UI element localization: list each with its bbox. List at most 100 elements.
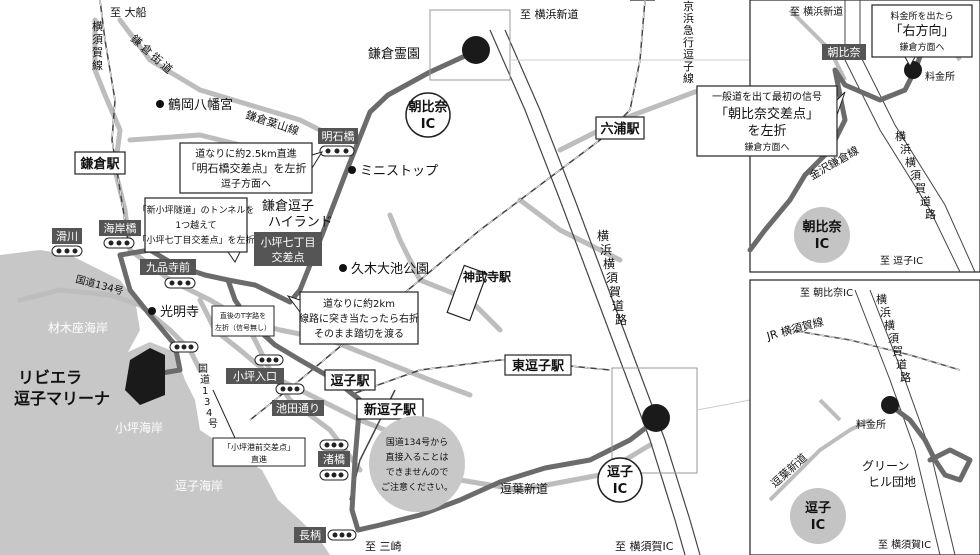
svg-text:3: 3 <box>204 397 210 408</box>
svg-text:須: 須 <box>606 271 618 285</box>
highland-2: ハイランド <box>268 215 333 230</box>
yokohama-yokosuka-road-label: 横 浜 横 須 賀 道 路 <box>597 229 627 327</box>
inset1-to-zushi: 至 逗子IC <box>880 255 923 267</box>
svg-text:直進: 直進 <box>251 454 267 464</box>
inset2-to-yokosuka: 至 横須賀IC <box>878 538 931 551</box>
svg-text:路: 路 <box>615 312 627 327</box>
signal-kotsubo-iriguchi: 小坪入口 <box>233 370 277 383</box>
komyoji: 光明寺 <box>160 305 199 320</box>
svg-text:「新小坪隧道」のトンネルを: 「新小坪隧道」のトンネルを <box>138 204 255 216</box>
ministop: ミニストップ <box>360 164 438 179</box>
svg-text:賀: 賀 <box>92 46 103 59</box>
kugi-oike: 久木大池公園 <box>351 262 429 277</box>
svg-text:鎌倉方面へ: 鎌倉方面へ <box>744 141 789 153</box>
svg-text:横: 横 <box>92 19 103 33</box>
rokuura-station: 六浦駅 <box>600 121 640 137</box>
svg-text:左折（信号無し）: 左折（信号無し） <box>215 323 271 332</box>
svg-text:横: 横 <box>895 129 906 143</box>
to-yokohama-shindo: 至 横浜新道 <box>520 7 579 21</box>
svg-text:国: 国 <box>198 363 208 375</box>
svg-text:賀: 賀 <box>609 285 621 299</box>
svg-text:1: 1 <box>202 386 208 397</box>
zushi-station: 逗子駅 <box>330 374 370 389</box>
svg-text:須: 須 <box>92 33 103 46</box>
inset-zushi: 料金所 至 朝比奈IC 至 横須賀IC JR 横須賀線 逗葉新道 横 浜 横 須… <box>749 279 980 555</box>
svg-text:須: 須 <box>888 332 899 345</box>
signal-ikeda: 池田通り <box>276 402 320 415</box>
svg-text:賀: 賀 <box>915 182 926 195</box>
svg-text:須: 須 <box>910 169 921 182</box>
to-misaki: 至 三崎 <box>365 539 402 553</box>
svg-text:道なりに約2.5km直進: 道なりに約2.5km直進 <box>195 147 296 160</box>
tsurugaoka: 鶴岡八幡宮 <box>168 97 233 113</box>
inset2-ic-1: 逗子 <box>805 501 831 516</box>
svg-text:路: 路 <box>900 371 911 384</box>
svg-text:横: 横 <box>603 257 615 271</box>
svg-text:京: 京 <box>683 0 694 13</box>
svg-text:逗: 逗 <box>683 48 694 61</box>
koajiro: 小坪海岸 <box>115 420 163 435</box>
svg-text:を左折: を左折 <box>747 124 786 139</box>
riviera-2: 逗子マリーナ <box>14 389 110 408</box>
higashi-zushi-station: 東逗子駅 <box>512 358 565 374</box>
svg-text:浜: 浜 <box>600 243 612 257</box>
inset1-tollgate: 料金所 <box>925 70 955 83</box>
riviera-1: リビエラ <box>18 368 82 387</box>
callout-first-signal: 一般道を出て最初の信号 「朝比奈交差点」 を左折 鎌倉方面へ <box>696 85 846 157</box>
keikyu-line-label: 京 浜 急 行 逗 子 線 <box>683 0 694 85</box>
inset2-tollgate: 料金所 <box>856 418 886 431</box>
svg-text:横: 横 <box>876 292 887 306</box>
svg-text:直接入ることは: 直接入ることは <box>385 451 448 463</box>
kamakura-reien: 鎌倉霊園 <box>368 47 420 62</box>
asahina-ic-label-2: IC <box>421 117 435 132</box>
zushi-beach: 逗子海岸 <box>175 478 223 493</box>
svg-text:「小坪港前交差点」: 「小坪港前交差点」 <box>223 442 295 452</box>
signal-akeishibashi: 明石橋 <box>322 129 355 143</box>
svg-text:道: 道 <box>200 373 210 386</box>
callout-kotsubo-minato: 「小坪港前交差点」 直進 <box>212 389 306 467</box>
svg-text:道なりに約2km: 道なりに約2km <box>323 297 395 310</box>
inset1-expressway-label: 横 浜 横 須 賀 道 路 <box>895 129 936 221</box>
signal-kuhonji: 九品寺前 <box>146 260 190 274</box>
callout-akeishi: 道なりに約2.5km直進 「明石橋交差点」を左折 逗子方面へ <box>179 142 324 194</box>
inset1-asahina-signal: 朝比奈 <box>828 45 861 59</box>
inset1-to-yokohama: 至 横浜新道 <box>790 5 843 18</box>
svg-text:号: 号 <box>208 418 218 430</box>
svg-text:線路に突き当たったら右折: 線路に突き当たったら右折 <box>299 312 419 325</box>
svg-text:浜: 浜 <box>900 143 911 156</box>
jimmuji-station: 神武寺駅 <box>463 269 512 284</box>
kamakura-kaido-label: 鎌 倉 街 道 <box>128 32 175 77</box>
svg-text:一般道を出て最初の信号: 一般道を出て最初の信号 <box>712 90 822 103</box>
svg-text:できませんので: できませんので <box>386 467 449 478</box>
svg-text:「右方向」: 「右方向」 <box>889 23 954 39</box>
svg-text:鎌倉方面へ: 鎌倉方面へ <box>899 41 944 53</box>
signal-kotsubo7-2: 交差点 <box>272 250 305 264</box>
highland-1: 鎌倉逗子 <box>262 199 314 214</box>
zushi-ic-label: 逗子 <box>607 465 633 480</box>
svg-text:4: 4 <box>206 408 212 419</box>
green-hills-2: ヒル団地 <box>868 475 916 489</box>
svg-text:料金所を出たら: 料金所を出たら <box>890 10 953 22</box>
svg-text:1つ越えて: 1つ越えて <box>175 219 216 231</box>
inset-asahina: 料金所 朝比奈 至 横浜新道 至 逗子IC 金沢鎌倉線 横 浜 横 須 賀 道 … <box>696 0 980 273</box>
callout-tunnel: 「新小坪隧道」のトンネルを 1つ越えて 「小坪七丁目交差点」を左折 <box>137 197 255 263</box>
svg-text:「明石橋交差点」を左折: 「明石橋交差点」を左折 <box>186 161 307 175</box>
asahina-ic-dot <box>462 36 490 64</box>
zaimokuza: 材木座海岸 <box>48 320 108 335</box>
callout-tjunction: 直後のT字路を 左折（信号無し） <box>211 305 275 337</box>
inset2-to-asahina: 至 朝比奈IC <box>800 286 853 299</box>
svg-text:子: 子 <box>683 60 694 73</box>
asahina-ic-label: 朝比奈 <box>408 99 448 115</box>
svg-text:神武寺駅: 神武寺駅 <box>463 269 512 284</box>
svg-text:逗子方面へ: 逗子方面へ <box>221 177 271 190</box>
svg-text:路: 路 <box>925 208 936 221</box>
zushi-shindo-label: 逗葉新道 <box>500 481 548 496</box>
svg-text:そのまま踏切を渡る: そのまま踏切を渡る <box>314 327 404 340</box>
svg-text:道: 道 <box>896 357 907 371</box>
svg-text:横: 横 <box>905 155 916 169</box>
shin-zushi-station: 新逗子駅 <box>364 402 417 418</box>
zushi-ic-dot <box>642 404 670 432</box>
svg-text:「朝比奈交差点」: 「朝比奈交差点」 <box>715 106 819 122</box>
to-ofuna: 至 大船 <box>110 5 147 19</box>
